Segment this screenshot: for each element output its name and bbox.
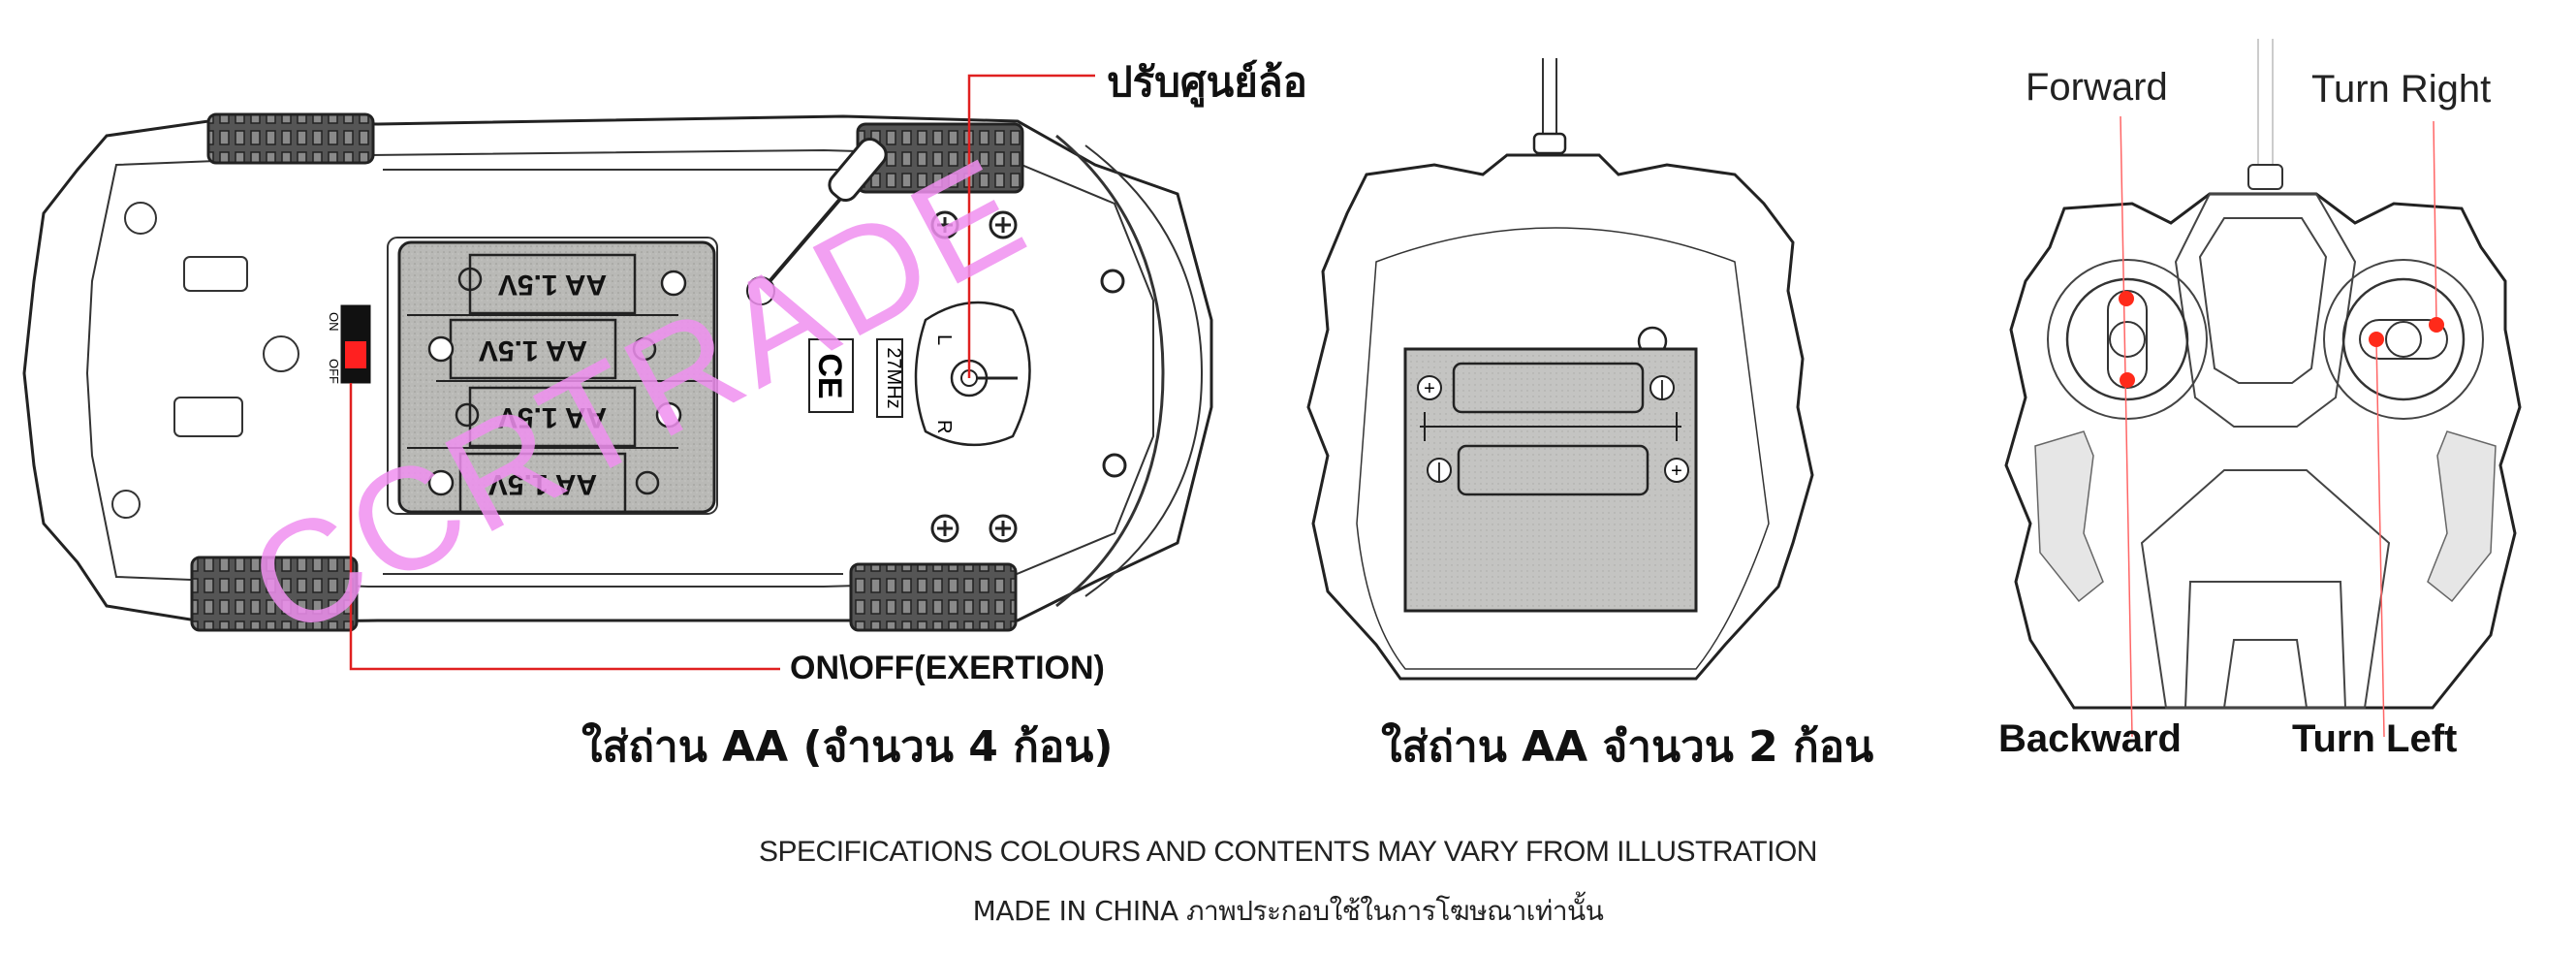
ce-mark-box	[808, 338, 854, 413]
power-switch-label: ON\OFF(EXERTION)	[790, 650, 1105, 686]
turn-right-label: Turn Right	[2311, 68, 2492, 111]
car-chassis-illustration: AA 1.5V AA 1.5V AA 1.5V AA 1.5V CE 27MHz	[22, 74, 1213, 671]
svg-text:R: R	[933, 420, 955, 433]
svg-text:+: +	[1671, 461, 1682, 482]
forward-marker	[2119, 291, 2134, 306]
svg-text:|: |	[1436, 461, 1441, 482]
wheel-front-left	[206, 112, 375, 165]
wheel-rear-right	[849, 562, 1018, 632]
transmitter-back-diagram: + | | + ใส่ถ่าน AA จำนวน 2 ก้อน	[1299, 39, 1900, 772]
transmitter-front-diagram: Forward Turn Right Backward Turn Left	[1977, 39, 2576, 776]
wheel-rear-left	[190, 556, 359, 632]
power-switch-callout-line	[349, 383, 780, 671]
made-in-line: MADE IN CHINA ภาพประกอบใช้ในการโฆษณาเท่า…	[972, 895, 1604, 927]
svg-text:ON: ON	[327, 312, 341, 332]
svg-text:|: |	[1659, 378, 1664, 399]
turn-left-label: Turn Left	[2292, 717, 2458, 760]
transmitter-back-illustration: + | | +	[1306, 58, 1814, 681]
steering-trim-dial: L R	[914, 301, 1031, 447]
backward-marker	[2120, 372, 2135, 388]
wheel-adjust-callout-line	[967, 74, 1095, 378]
svg-text:CE: CE	[811, 353, 848, 398]
svg-text:L: L	[933, 334, 955, 345]
turn-right-marker	[2429, 317, 2444, 333]
power-switch: ON OFF	[327, 304, 371, 384]
svg-text:AA 1.5V: AA 1.5V	[488, 468, 597, 500]
disclaimer-line: SPECIFICATIONS COLOURS AND CONTENTS MAY …	[759, 836, 1817, 868]
svg-text:27MHz: 27MHz	[883, 347, 904, 408]
svg-text:+: +	[1424, 378, 1435, 399]
car-battery-caption: ใส่ถ่าน AA (จำนวน 4 ก้อน)	[581, 722, 1114, 772]
transmitter-front-illustration	[2004, 39, 2522, 738]
wheel-adjust-label: ปรับศูนย์ล้อ	[1107, 58, 1307, 106]
svg-text:AA 1.5V: AA 1.5V	[479, 334, 587, 366]
screwdriver-icon	[746, 137, 888, 305]
svg-text:AA 1.5V: AA 1.5V	[498, 269, 607, 301]
backward-label: Backward	[1998, 717, 2182, 760]
car-diagram: AA 1.5V AA 1.5V AA 1.5V AA 1.5V CE 27MHz	[0, 0, 1307, 772]
svg-text:AA 1.5V: AA 1.5V	[498, 401, 607, 433]
forward-label: Forward	[2026, 66, 2168, 109]
svg-text:OFF: OFF	[327, 359, 341, 384]
transmitter-battery-caption: ใส่ถ่าน AA จำนวน 2 ก้อน	[1381, 722, 1874, 772]
battery-slots: AA 1.5V AA 1.5V AA 1.5V AA 1.5V	[407, 253, 712, 514]
turn-left-marker	[2369, 332, 2384, 347]
